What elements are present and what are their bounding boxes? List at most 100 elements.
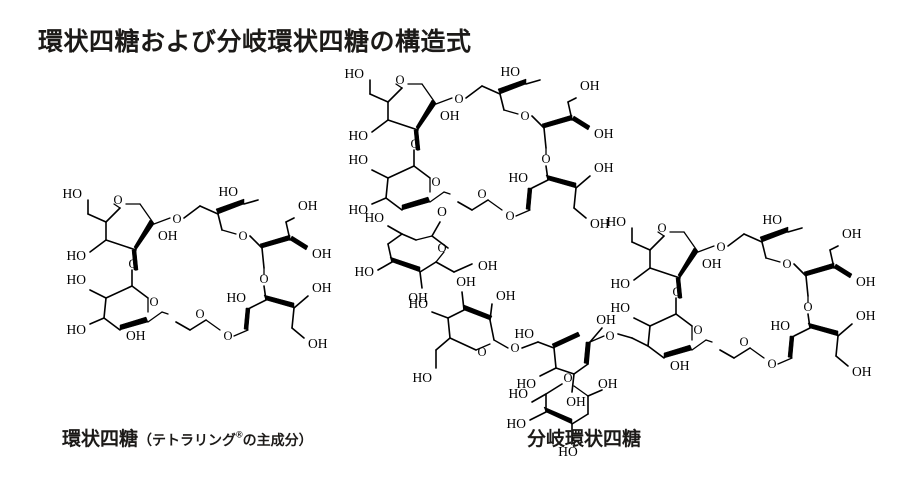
caption-cyclic-tetrasaccharide: 環状四糖（テトラリング®の主成分） bbox=[62, 424, 313, 451]
structure-branched-cyclic-tetrasaccharide: O HO HO OH O O bbox=[340, 58, 900, 459]
atom-label-HO: HO bbox=[355, 264, 375, 279]
atom-label-HO: HO bbox=[365, 210, 385, 225]
branch-glucose-unit-1: O HO HO OH OH bbox=[515, 312, 633, 409]
atom-label-HO: HO bbox=[349, 128, 369, 143]
glycosidic-link-bottom: O bbox=[705, 335, 751, 359]
cyclic-tetrasaccharide-svg: O HO HO OH O O HO OH OH bbox=[63, 184, 332, 351]
glucose-unit-bottom-left: O HO HO OH bbox=[67, 269, 163, 343]
atom-label-HO: HO bbox=[409, 296, 429, 311]
atom-label-OH: OH bbox=[580, 78, 600, 93]
atom-label-HO: HO bbox=[67, 272, 87, 287]
atom-label-HO: HO bbox=[611, 300, 631, 315]
atom-label-OH: OH bbox=[478, 258, 498, 273]
branch-glucose-unit-1: O HO HO OH OH bbox=[355, 210, 498, 305]
page-title: 環状四糖および分岐環状四糖の構造式 bbox=[38, 28, 472, 56]
atom-label-O: O bbox=[259, 272, 268, 286]
atom-label-HO: HO bbox=[63, 186, 83, 201]
atom-label-OH: OH bbox=[702, 256, 722, 271]
atom-label-HO: HO bbox=[349, 152, 369, 167]
atom-label-O: O bbox=[431, 175, 440, 189]
atom-label-OH: OH bbox=[496, 288, 516, 303]
atom-label-OH: OH bbox=[852, 364, 872, 379]
branched-cyclic-tetrasaccharide-svg: O HO HO OH O O bbox=[345, 64, 876, 459]
atom-label-O: O bbox=[149, 295, 158, 309]
glycosidic-link-left: O bbox=[672, 285, 681, 299]
atom-label-HO: HO bbox=[345, 66, 365, 81]
glucose-unit-bottom-left: O HO HO O bbox=[349, 149, 447, 219]
branched-molecule-lower: O HO HO OH O O bbox=[409, 212, 876, 459]
caption-branched-cyclic-tetrasaccharide: 分岐環状四糖 bbox=[527, 429, 642, 450]
atom-label-O: O bbox=[477, 345, 486, 359]
atom-label-O: O bbox=[437, 241, 446, 255]
atom-label-O: O bbox=[803, 300, 812, 314]
atom-label-OH: OH bbox=[856, 308, 876, 323]
atom-label-HO: HO bbox=[558, 444, 578, 459]
atom-label-O: O bbox=[223, 329, 232, 343]
atom-label-O: O bbox=[238, 229, 247, 243]
glucose-unit-top-left: O HO HO OH bbox=[345, 66, 460, 151]
atom-label-O: O bbox=[172, 212, 181, 226]
atom-label-O: O bbox=[541, 152, 550, 166]
atom-label-O: O bbox=[657, 221, 666, 235]
caption-left-paren-close: ） bbox=[298, 432, 313, 448]
atom-label-O: O bbox=[563, 371, 572, 385]
atom-label-HO: HO bbox=[219, 184, 239, 199]
atom-label-HO: HO bbox=[611, 276, 631, 291]
atom-label-O: O bbox=[520, 109, 529, 123]
atom-label-OH: OH bbox=[670, 358, 690, 373]
atom-label-OH: OH bbox=[842, 226, 862, 241]
atom-label-OH: OH bbox=[440, 108, 460, 123]
atom-label-HO: HO bbox=[413, 370, 433, 385]
atom-label-HO: HO bbox=[67, 322, 87, 337]
glycosidic-link-top: O bbox=[153, 205, 219, 226]
atom-label-OH: OH bbox=[308, 336, 328, 351]
glycosidic-link-bottom: O bbox=[161, 307, 207, 331]
glycosidic-link-top: O bbox=[435, 85, 501, 106]
atom-label-OH: OH bbox=[590, 216, 610, 231]
atom-label-OH: OH bbox=[598, 376, 618, 391]
atom-label-OH: OH bbox=[594, 126, 614, 141]
caption-left-main: 環状四糖 bbox=[62, 429, 139, 450]
atom-label-HO: HO bbox=[509, 170, 529, 185]
registered-trademark-symbol: ® bbox=[236, 429, 243, 440]
atom-label-OH: OH bbox=[594, 160, 614, 175]
caption-left-sub: テトラリング bbox=[152, 432, 237, 448]
glycosidic-link-left: O bbox=[128, 257, 137, 271]
caption-left-sub-tail: の主成分 bbox=[242, 432, 299, 448]
caption-left-paren-open: （ bbox=[138, 432, 153, 448]
atom-label-O: O bbox=[128, 257, 137, 271]
glucose-unit-bottom-left: O HO OH bbox=[611, 297, 707, 373]
glucose-unit-top-right: O HO OH OH bbox=[215, 184, 332, 269]
glycosidic-link-bottom: O bbox=[443, 187, 489, 211]
atom-label-HO: HO bbox=[67, 248, 87, 263]
glucose-unit-top-right: O HO OH OH bbox=[497, 64, 614, 149]
structure-cyclic-tetrasaccharide: O HO HO OH O O HO OH OH bbox=[58, 178, 348, 353]
atom-label-O: O bbox=[693, 323, 702, 337]
atom-label-OH: OH bbox=[456, 274, 476, 289]
atom-label-HO: HO bbox=[509, 386, 529, 401]
atom-label-O: O bbox=[739, 335, 748, 349]
atom-label-O: O bbox=[195, 307, 204, 321]
atom-label-OH: OH bbox=[856, 274, 876, 289]
atom-label-OH: OH bbox=[312, 280, 332, 295]
atom-label-O: O bbox=[395, 73, 404, 87]
atom-label-O: O bbox=[716, 240, 725, 254]
glucose-unit-top-left: O HO HO OH bbox=[607, 214, 722, 299]
atom-label-OH: OH bbox=[596, 312, 616, 327]
atom-label-OH: OH bbox=[408, 290, 428, 305]
branch-glucose-unit-3: O OH HO HO HO bbox=[507, 341, 618, 459]
atom-label-O: O bbox=[505, 209, 514, 223]
glucose-unit-top-right: O HO OH OH bbox=[759, 212, 876, 297]
atom-label-O: O bbox=[437, 204, 447, 219]
glucose-unit-top-left: O HO HO OH bbox=[63, 186, 178, 271]
atom-label-OH: OH bbox=[298, 198, 318, 213]
atom-label-OH: OH bbox=[566, 394, 586, 409]
atom-label-HO: HO bbox=[507, 416, 527, 431]
atom-label-O: O bbox=[782, 257, 791, 271]
atom-label-O: O bbox=[454, 92, 463, 106]
atom-label-OH: OH bbox=[126, 328, 146, 343]
atom-label-O: O bbox=[113, 193, 122, 207]
atom-label-HO: HO bbox=[515, 326, 535, 341]
atom-label-O: O bbox=[477, 187, 486, 201]
atom-label-O: O bbox=[767, 357, 776, 371]
